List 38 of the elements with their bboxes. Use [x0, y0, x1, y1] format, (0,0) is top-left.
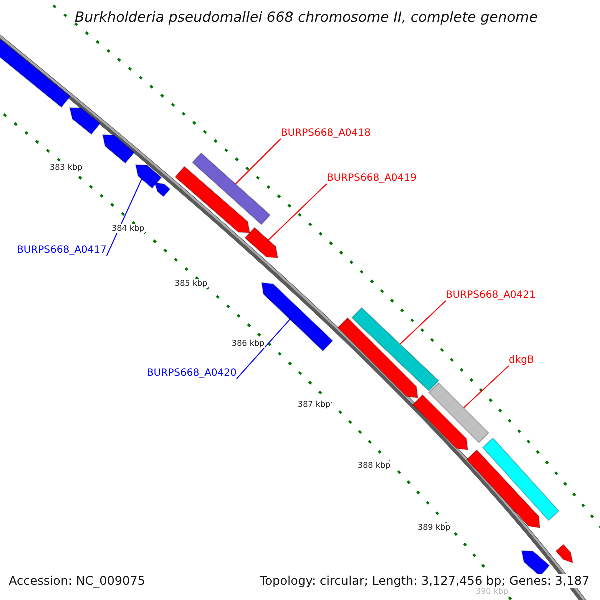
- leader-line: [236, 319, 291, 380]
- leader-line: [268, 184, 328, 241]
- gene-feature: [352, 307, 440, 392]
- genome-info-text: Topology: circular; Length: 3,127,456 bp; Genes: 3,187: [260, 574, 590, 588]
- gene-feature: [135, 164, 162, 189]
- tick-label: 387 kbp: [298, 400, 331, 409]
- tick-label: 385 kbp: [175, 279, 208, 288]
- gene-feature: [192, 152, 271, 226]
- gene-label: dkgB: [509, 355, 534, 366]
- diagram-title: Burkholderia pseudomallei 668 chromosome II, complete genome: [75, 10, 538, 26]
- gene-label: BURPS668_A0421: [446, 290, 536, 301]
- gene-feature: [174, 166, 251, 234]
- gene-feature: [556, 544, 574, 564]
- gene-label: BURPS668_A0419: [327, 173, 417, 184]
- tick-label: 389 kbp: [418, 523, 451, 532]
- gene-feature: [521, 550, 550, 577]
- leader-line: [106, 178, 142, 256]
- leader-line: [463, 366, 510, 409]
- accession-text: Accession: NC_009075: [9, 574, 146, 588]
- gene-label: BURPS668_A0417: [17, 245, 107, 256]
- gene-feature: [482, 438, 560, 522]
- tick-label: 383 kbp: [50, 163, 83, 172]
- gene-label: BURPS668_A0418: [281, 128, 371, 139]
- gene-feature: [337, 317, 419, 399]
- gene-feature: [244, 227, 279, 259]
- gene-feature: [0, 39, 72, 108]
- gene-feature: [69, 107, 102, 136]
- gene-feature: [466, 450, 541, 529]
- leader-line: [400, 300, 446, 345]
- gene-feature: [102, 134, 136, 164]
- gene-feature: [428, 382, 490, 444]
- tick-label: 386 kbp: [232, 339, 265, 348]
- tick-label: 384 kbp: [112, 224, 145, 233]
- tick-label: 388 kbp: [358, 461, 391, 470]
- gene-feature: [154, 182, 171, 198]
- gene-label: BURPS668_A0420: [147, 368, 237, 379]
- gene-feature: [412, 394, 469, 451]
- leader-line: [235, 138, 282, 185]
